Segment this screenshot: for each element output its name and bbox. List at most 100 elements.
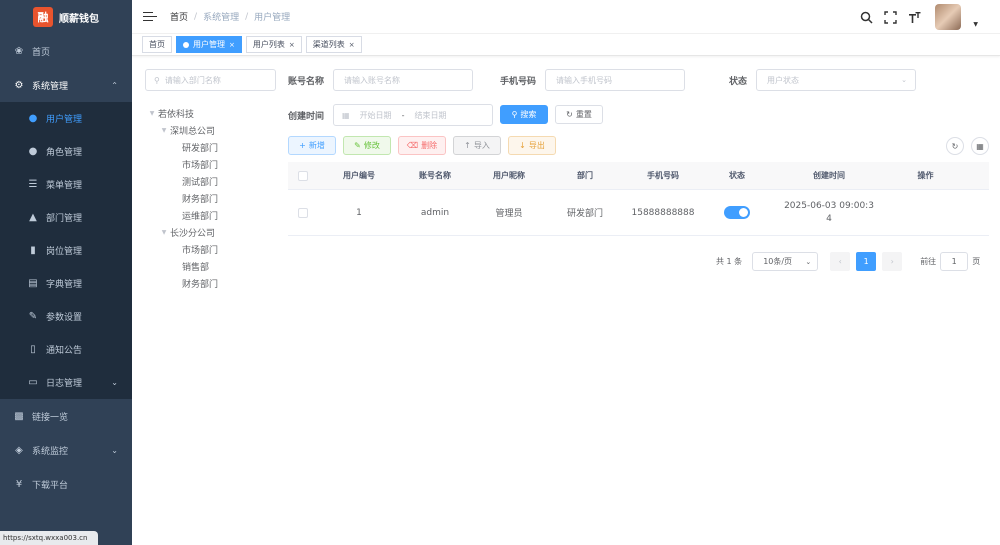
dept-search-placeholder: 请输入部门名称 [164,75,221,85]
cell-created-time: 2025-06-03 09:00:3 4 [784,200,874,224]
sidebar-item-system[interactable]: ⚙ 系统管理 ⌃ [0,68,132,102]
row-checkbox[interactable] [288,207,318,218]
status-switch[interactable] [704,206,770,219]
sidebar-item-monitor[interactable]: ◈ 系统监控 ⌄ [0,433,132,467]
column-header: 手机号码 [647,171,679,180]
sidebar-item-links[interactable]: ▩ 链接一览 [0,399,132,433]
close-icon[interactable]: × [229,40,235,49]
range-separator: - [401,110,405,120]
sidebar: 融 顺薪钱包 ❀ 首页 ⚙ 系统管理 ⌃ ● 用户管理 ● 角色管理 ☰ 菜单管… [0,0,132,545]
sidebar-item-home[interactable]: ❀ 首页 [0,34,132,68]
chevron-down-icon: ⌄ [111,378,118,387]
columns-icon[interactable]: ▦ [971,137,989,155]
account-label: 账号名称 [288,77,325,87]
sidebar-item-label: 下载平台 [32,480,69,491]
tag-label: 首页 [149,40,165,49]
chevron-down-icon: ⌄ [111,445,118,455]
sidebar-item-dict[interactable]: ▤ 字典管理 [0,267,132,300]
breadcrumb-item[interactable]: 首页 [170,13,189,23]
refresh-icon[interactable]: ↻ [946,137,964,155]
avatar[interactable] [935,4,962,30]
active-dot-icon [183,41,189,48]
caret-down-icon[interactable]: ▼ [973,20,978,28]
breadcrumb-separator: / [245,11,249,22]
tree-node[interactable]: 财务部门 [182,280,219,290]
chevron-down-icon: ⌄ [901,76,907,84]
date-range-picker[interactable]: ▦ 开始日期 - 结束日期 [333,104,493,126]
caret-down-icon: ▼ [161,127,167,134]
browser-status-url: https://sxtq.wxxa003.cn [0,531,98,545]
sidebar-item-label: 系统管理 [32,81,69,92]
goto-page-input[interactable]: 1 [940,252,969,271]
edit-button[interactable]: ✎修改 [343,136,391,155]
column-header: 用户编号 [343,171,375,180]
font-size-icon[interactable] [907,10,921,24]
status-label: 状态 [729,77,748,87]
sidebar-item-label: 系统监控 [32,446,69,457]
dept-search-input[interactable]: ⚲ 请输入部门名称 [145,69,276,91]
prev-page-button[interactable]: ‹ [830,252,851,271]
delete-icon: ⌫ [406,141,419,150]
sidebar-item-log[interactable]: ▭ 日志管理 ⌄ [0,366,132,399]
tag-user-management[interactable]: 用户管理 × [176,36,242,53]
sidebar-item-config[interactable]: ✎ 参数设置 [0,300,132,333]
sidebar-item-label: 部门管理 [46,214,83,224]
end-date-placeholder: 结束日期 [414,110,447,120]
phone-input[interactable]: 请输入手机号码 [545,69,685,91]
tag-home[interactable]: 首页 [142,36,172,53]
sidebar-item-role[interactable]: ● 角色管理 [0,135,132,168]
add-button[interactable]: +新增 [288,136,336,155]
tree-node[interactable]: ▼若依科技 [146,105,218,122]
account-input[interactable]: 请输入账号名称 [333,69,473,91]
created-time-label: 创建时间 [288,112,325,122]
tree-node[interactable]: 测试部门 [182,178,219,188]
search-button[interactable]: ⚲ 搜索 [500,105,548,124]
goto-label: 前往 [920,257,937,266]
next-page-button[interactable]: › [882,252,903,271]
tag-user-list[interactable]: 用户列表 × [245,36,302,53]
tag-channel-list[interactable]: 渠道列表 × [305,36,362,53]
tree-node[interactable]: 市场部门 [182,161,219,171]
sidebar-item-notice[interactable]: ▯ 通知公告 [0,333,132,366]
import-button[interactable]: ↑导入 [453,136,501,155]
tree-node[interactable]: ▼深圳总公司 [146,122,218,139]
sidebar-item-user[interactable]: ● 用户管理 [0,102,132,135]
sidebar-item-menu[interactable]: ☰ 菜单管理 [0,168,132,201]
tree-node[interactable]: 运维部门 [182,212,219,222]
tree-node[interactable]: 市场部门 [182,246,219,256]
tree-node[interactable]: ▼长沙分公司 [146,224,218,241]
cell-account: admin [420,207,450,218]
peoples-icon: ● [28,146,38,157]
status-select[interactable]: 用户状态 ⌄ [756,69,916,91]
page-size-select[interactable]: 10条/页 ⌄ [752,252,819,271]
close-icon[interactable]: × [348,40,355,49]
hamburger-icon[interactable] [143,11,157,23]
sidebar-item-label: 参数设置 [46,313,83,323]
sidebar-item-dept[interactable]: ▲ 部门管理 [0,201,132,234]
reset-button[interactable]: ↻ 重置 [555,105,603,124]
page-number-button[interactable]: 1 [856,252,877,271]
search-icon[interactable] [859,10,873,24]
chevron-up-icon: ⌃ [111,80,118,90]
sidebar-item-label: 用户管理 [46,115,83,125]
user-table: 用户编号 账号名称 用户昵称 部门 手机号码 状态 创建时间 操作 1 admi… [288,162,989,236]
tree-node[interactable]: 销售部 [182,263,210,273]
phone-label: 手机号码 [500,77,537,87]
delete-button[interactable]: ⌫删除 [398,136,446,155]
sidebar-item-post[interactable]: ▮ 岗位管理 [0,234,132,267]
close-icon[interactable]: × [288,40,295,49]
sidebar-item-label: 链接一览 [32,412,69,423]
select-all-checkbox[interactable] [288,170,318,181]
yen-icon: ¥ [15,478,23,490]
chart-icon: ▩ [14,410,24,422]
sidebar-item-download[interactable]: ¥ 下载平台 [0,467,132,501]
tree-node[interactable]: 财务部门 [182,195,219,205]
table-header: 用户编号 账号名称 用户昵称 部门 手机号码 状态 创建时间 操作 [288,162,989,190]
cell-nickname: 管理员 [495,209,523,219]
navbar-right: ▼ [859,0,978,34]
export-button[interactable]: ↓导出 [508,136,556,155]
app-logo[interactable]: 融 顺薪钱包 [0,0,132,34]
tree-node[interactable]: 研发部门 [182,144,219,154]
fullscreen-icon[interactable] [883,10,897,24]
sidebar-item-label: 字典管理 [46,280,83,290]
